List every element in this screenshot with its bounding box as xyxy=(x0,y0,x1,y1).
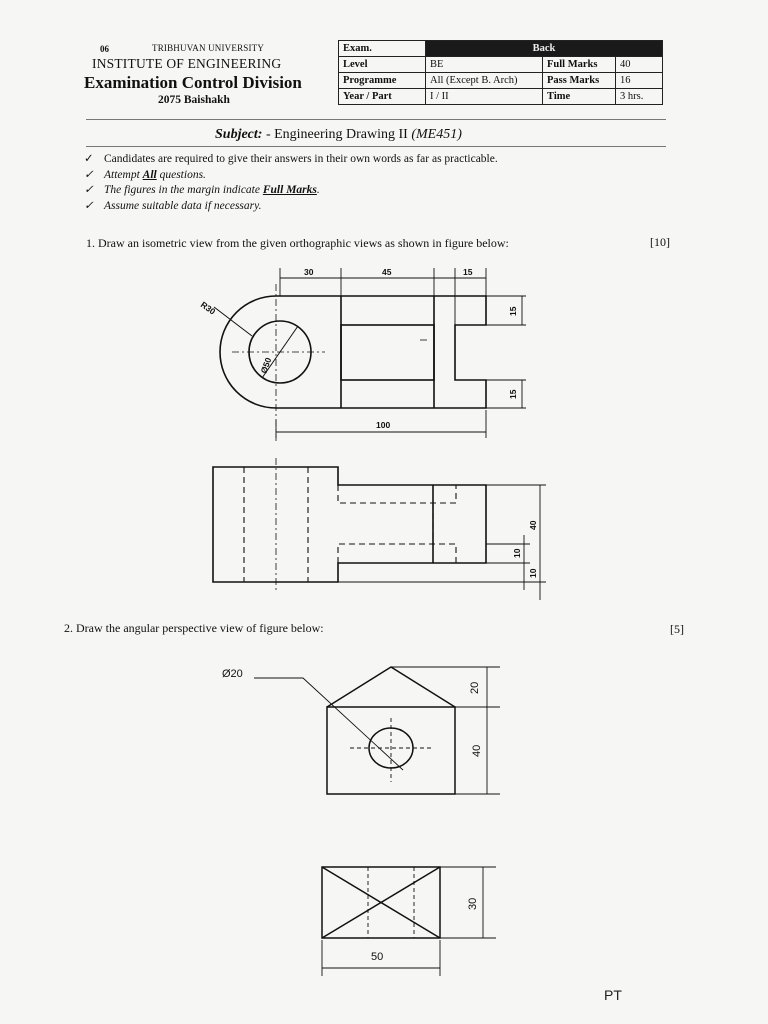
university-name: TRIBHUVAN UNIVERSITY xyxy=(152,43,265,53)
check-icon: ✓ xyxy=(84,168,94,181)
exam-year: 2075 Baishakh xyxy=(158,94,230,106)
subject-line: Subject: - Engineering Drawing II (ME451… xyxy=(215,127,462,143)
dim-15: 15 xyxy=(463,267,473,277)
dim-15: 15 xyxy=(508,389,518,399)
check-icon: ✓ xyxy=(84,184,94,196)
dim-30: 30 xyxy=(467,898,479,910)
dim-40: 40 xyxy=(528,520,538,530)
check-icon: ✓ xyxy=(84,199,94,212)
dim-100: 100 xyxy=(376,420,390,430)
page-turn-note: PT xyxy=(604,987,622,1003)
time-value: 3 hrs. xyxy=(615,88,663,105)
institute-name: INSTITUTE OF ENGINEERING xyxy=(92,56,282,71)
instruction-item: ✓Assume suitable data if necessary. xyxy=(84,199,498,215)
question-1-text: 1. Draw an isometric view from the given… xyxy=(86,236,509,250)
dim-45: 45 xyxy=(382,267,392,277)
subject-divider xyxy=(86,146,666,147)
dim-15: 15 xyxy=(508,306,518,316)
front-view-roof xyxy=(326,666,456,708)
paper-code: 06 xyxy=(100,44,109,54)
front-view-rect xyxy=(326,706,456,795)
exam-info-table: Exam. Back Level BE Full Marks 40 Progra… xyxy=(338,40,663,105)
question-2-text: 2. Draw the angular perspective view of … xyxy=(64,621,324,635)
instructions: ✓Candidates are required to give their a… xyxy=(84,152,498,214)
dim-10: 10 xyxy=(512,548,522,558)
subject-label: Subject: xyxy=(215,127,263,142)
instruction-item: ✓Attempt All questions. xyxy=(84,168,498,184)
question-1-marks: [10] xyxy=(650,235,670,249)
dim-40: 40 xyxy=(471,745,483,757)
subject-text: - Engineering Drawing II xyxy=(262,127,412,142)
header-divider xyxy=(86,119,666,120)
instruction-item: ✓The figures in the margin indicate Full… xyxy=(84,183,498,199)
subject-code: (ME451) xyxy=(411,127,462,142)
dim-30: 30 xyxy=(304,267,314,277)
exam-value: Back xyxy=(425,40,663,57)
dim-50: 50 xyxy=(371,951,383,963)
instruction-item: ✓Candidates are required to give their a… xyxy=(84,152,498,168)
top-view-outline xyxy=(219,295,487,409)
check-icon: ✓ xyxy=(84,153,94,165)
dim-20: 20 xyxy=(469,682,481,694)
dim-10: 10 xyxy=(528,568,538,578)
top-view-rect xyxy=(321,866,441,939)
question-2-marks: [5] xyxy=(670,622,684,636)
division-name: Examination Control Division xyxy=(84,73,302,92)
dim-phi20: Ø20 xyxy=(222,668,243,680)
